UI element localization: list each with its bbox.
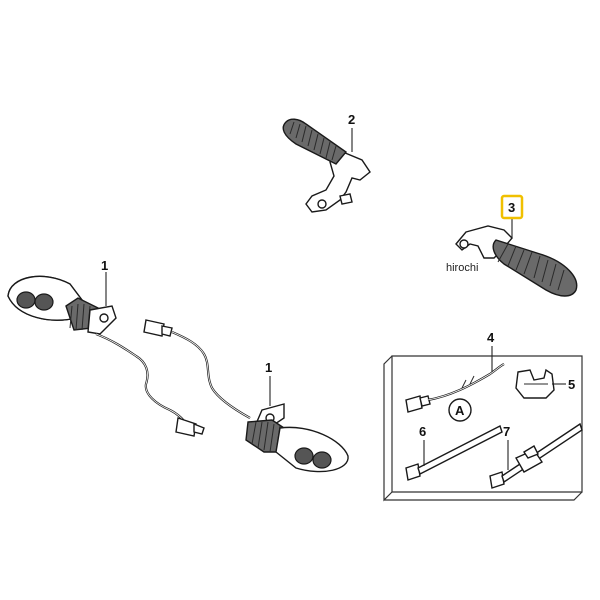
- part-3-footrest[interactable]: [455, 218, 578, 297]
- watermark: hirochi: [446, 262, 478, 274]
- callout-5: 5: [568, 377, 575, 392]
- callout-4: 4: [487, 330, 495, 345]
- part-2-footrest[interactable]: [282, 118, 371, 213]
- part-1-turn-signal-right[interactable]: [245, 376, 349, 473]
- callout-7: 7: [503, 424, 510, 439]
- part-1-turn-signal-left[interactable]: [7, 272, 117, 335]
- part-4-wire-harness[interactable]: [405, 346, 505, 413]
- detail-a-label: A: [455, 403, 465, 418]
- callout-1b: 1: [265, 360, 272, 375]
- part-7-cable-tie-mount[interactable]: [489, 422, 583, 489]
- part-5-clip[interactable]: [515, 368, 566, 399]
- installation-kit-box: [383, 355, 583, 502]
- turn-signal-cable-left: [95, 332, 205, 437]
- callout-1a: 1: [101, 258, 108, 273]
- part-6-cable-tie[interactable]: [405, 425, 503, 481]
- callout-6: 6: [419, 424, 426, 439]
- callout-2: 2: [348, 112, 355, 127]
- callout-3-highlight-box: [500, 194, 524, 220]
- detail-a-marker: A: [448, 398, 472, 422]
- turn-signal-cable-right: [143, 319, 251, 419]
- callout-3: 3: [508, 200, 515, 215]
